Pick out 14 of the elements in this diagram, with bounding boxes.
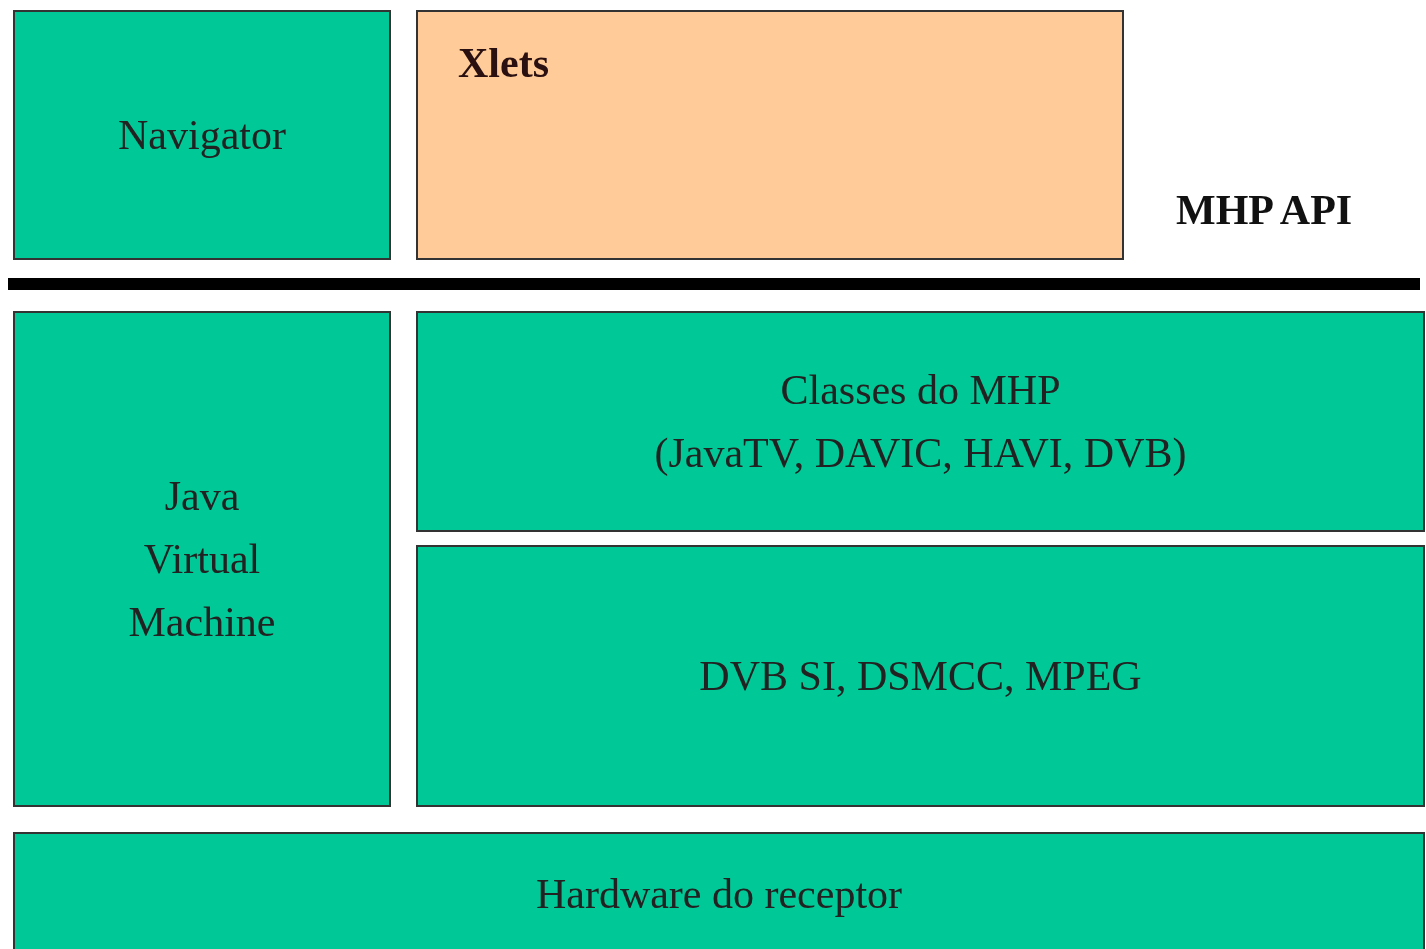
box-label: Navigator: [118, 110, 286, 160]
layer-box: [416, 545, 1425, 807]
layer-box: [13, 311, 391, 807]
box-title: Xlets: [458, 40, 549, 87]
layer-box-highlighted: [416, 10, 1124, 260]
layer-box: [13, 10, 391, 260]
box-label: Classes do MHP: [780, 365, 1061, 415]
layer-box: [416, 311, 1425, 532]
api-label: MHP API: [1176, 186, 1353, 234]
box-label: Hardware do receptor: [535, 870, 903, 919]
layer-box: [13, 832, 1425, 949]
box-label: (JavaTV, DAVIC, HAVI, DVB): [654, 428, 1187, 478]
box-label: DVB SI, DSMCC, MPEG: [699, 651, 1142, 701]
box-label: Java Virtual Machine: [127, 471, 277, 647]
